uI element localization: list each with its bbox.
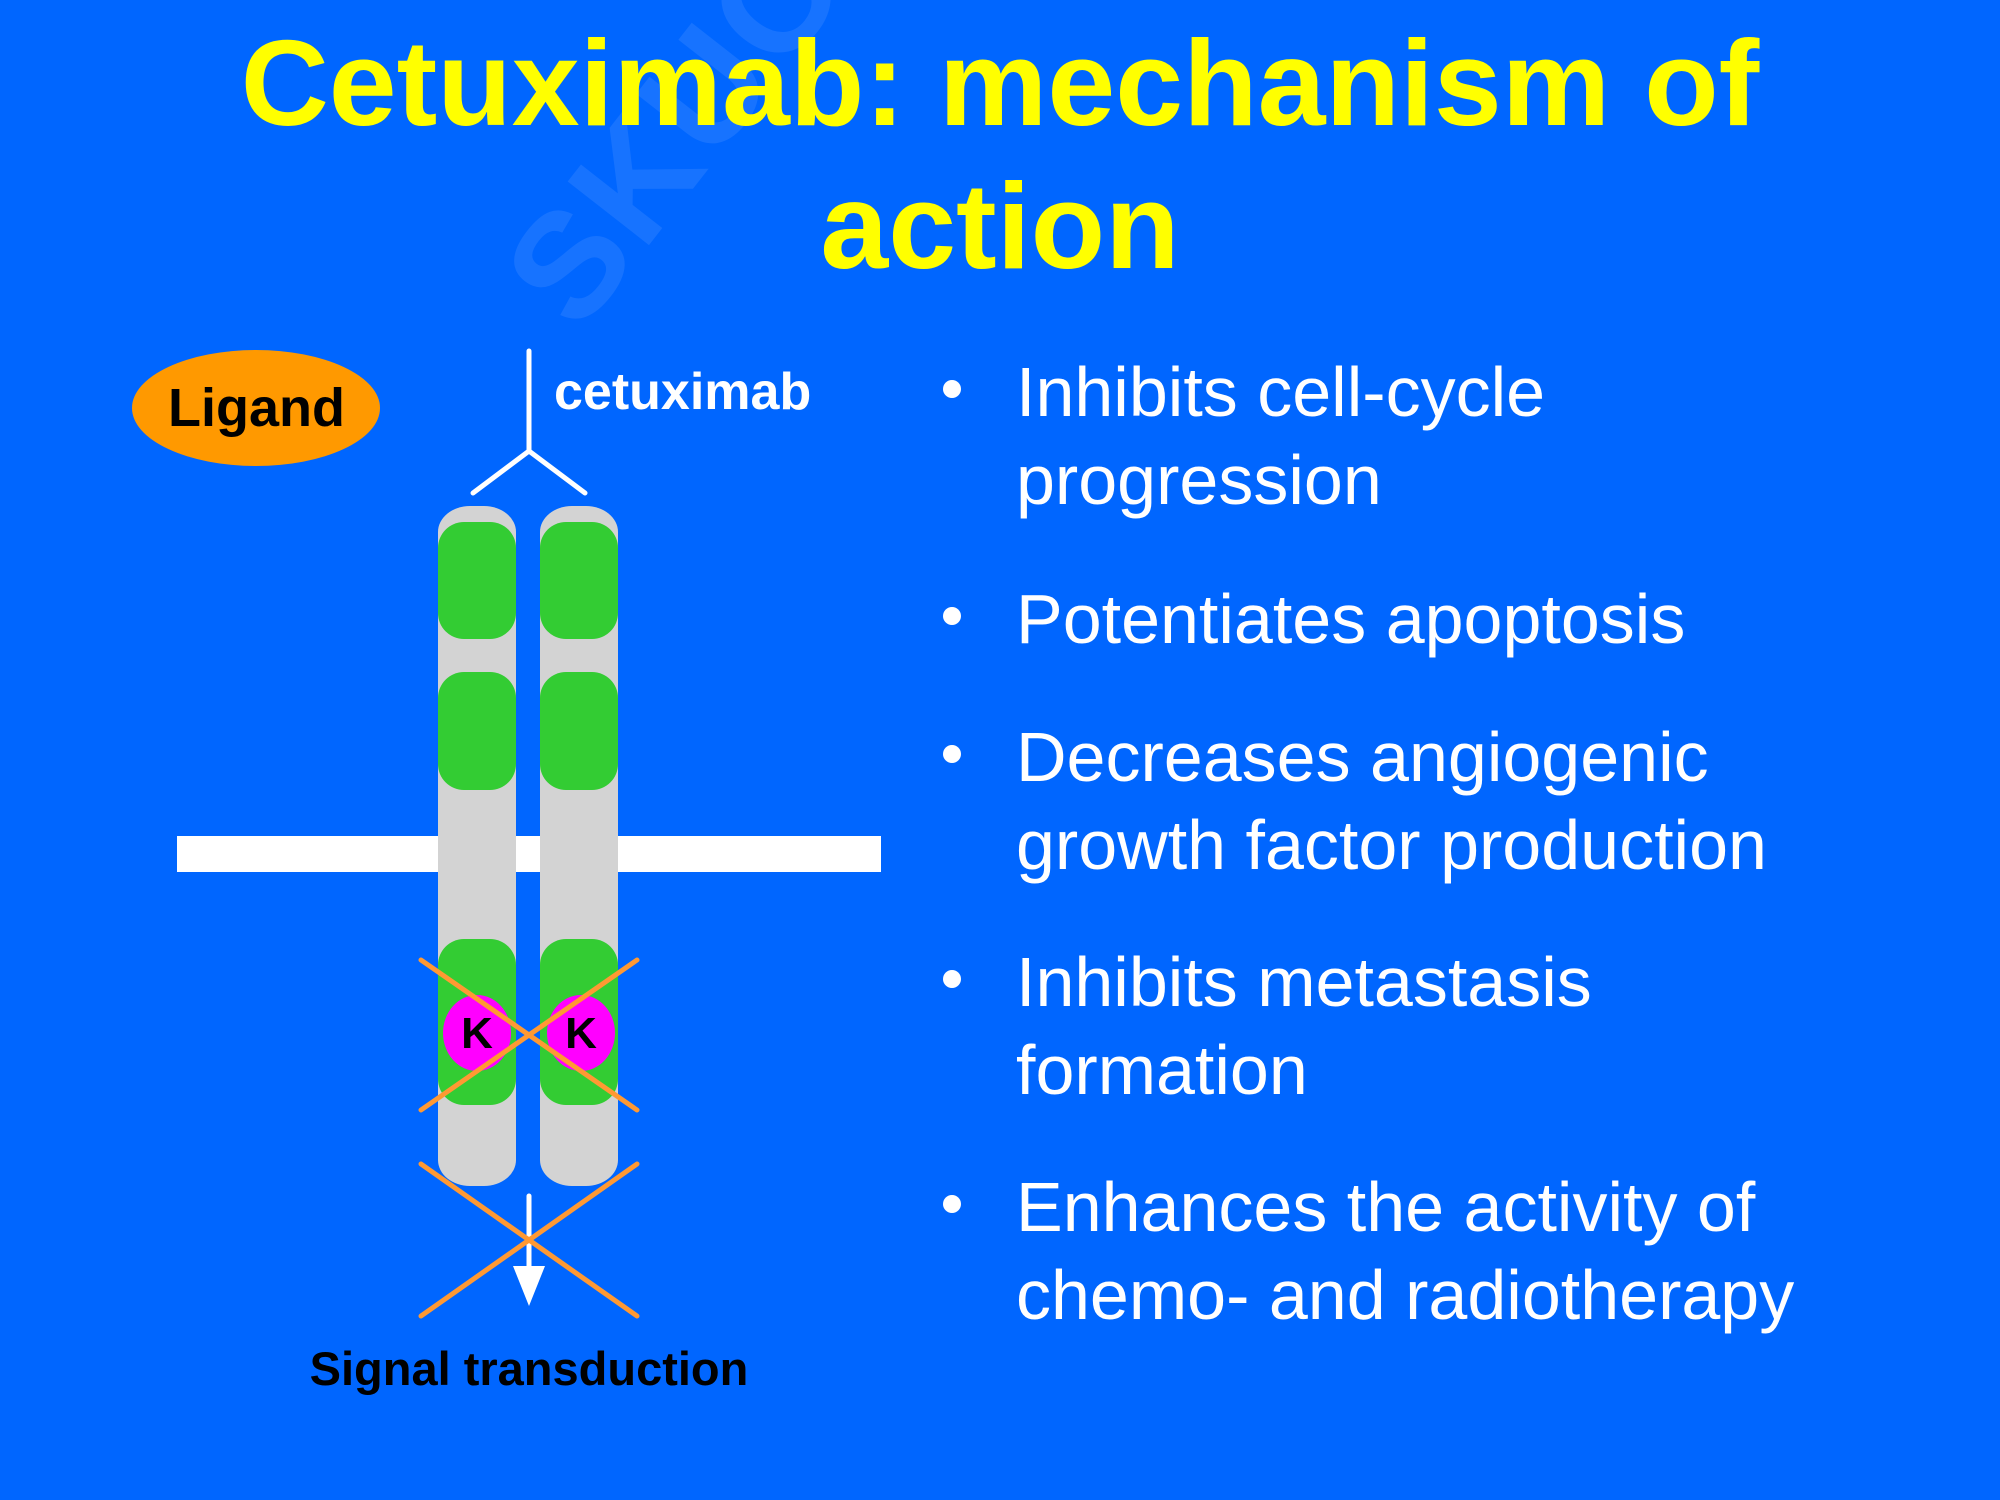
bullet-item: Inhibits cell-cycle progression <box>943 348 1546 524</box>
bullet-dot-icon <box>943 1195 961 1213</box>
bullet-item: Decreases angiogenic growth factor produ… <box>943 713 1767 889</box>
bullet-item: Enhances the activity of chemo- and radi… <box>943 1163 1795 1339</box>
kinase-label-left: K <box>461 1009 493 1058</box>
bullet-text-line: chemo- and radiotherapy <box>1016 1256 1795 1334</box>
kinase-label-right: K <box>565 1009 597 1058</box>
bullet-text-line: progression <box>1016 441 1382 519</box>
antibody-label: cetuximab <box>554 363 812 421</box>
bullet-dot-icon <box>943 970 961 988</box>
slide-title: Cetuximab: mechanism of action <box>0 12 2000 298</box>
bullet-text-line: Potentiates apoptosis <box>1016 580 1686 658</box>
extracellular-domain-2 <box>540 672 618 790</box>
kinase-block-cross-icon <box>418 957 640 1113</box>
slide-title-line-1: Cetuximab: mechanism of <box>240 15 1760 151</box>
signal-transduction-label: Signal transduction <box>309 1342 749 1395</box>
bullet-text-line: Enhances the activity of <box>1016 1168 1756 1246</box>
bullet-dot-icon <box>943 745 961 763</box>
antibody-arm-right <box>526 448 588 496</box>
bullet-dot-icon <box>943 607 961 625</box>
bullet-item: Inhibits metastasis formation <box>943 938 1592 1114</box>
antibody-arm-left <box>470 448 532 496</box>
signal-block-cross-icon <box>418 1161 640 1319</box>
bullet-dot-icon <box>943 380 961 398</box>
antibody-icon <box>470 348 588 496</box>
extracellular-domain-1 <box>540 522 618 639</box>
bullet-item: Potentiates apoptosis <box>943 575 1686 663</box>
extracellular-domain-1 <box>438 522 516 639</box>
receptor-chain-left <box>438 506 516 1186</box>
arrow-down-icon <box>513 1193 545 1306</box>
bullet-text-line: growth factor production <box>1016 806 1767 884</box>
kinase-k-icon <box>443 995 511 1071</box>
kinase-k-icon <box>547 995 615 1071</box>
bullet-text-line: Inhibits cell-cycle <box>1016 353 1546 431</box>
slide-title-line-2: action <box>820 158 1180 294</box>
ligand-icon <box>132 350 380 466</box>
bullet-text-line: Inhibits metastasis <box>1016 943 1592 1021</box>
extracellular-domain-2 <box>438 672 516 790</box>
bullet-text-line: formation <box>1016 1031 1308 1109</box>
ligand-label: Ligand <box>168 378 345 438</box>
cell-membrane <box>177 836 881 872</box>
bullet-text-line: Decreases angiogenic <box>1016 718 1709 796</box>
